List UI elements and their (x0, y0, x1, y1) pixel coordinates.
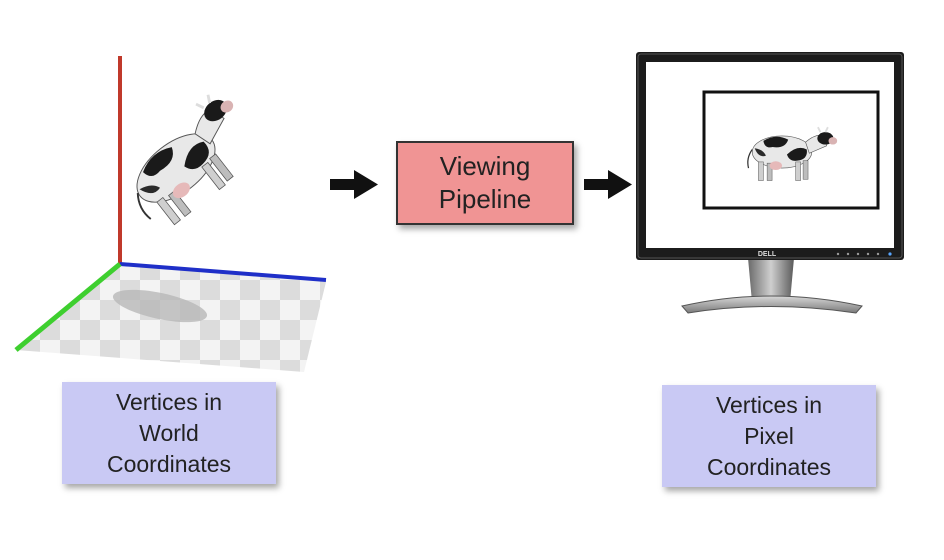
monitor-stand-base (681, 295, 863, 314)
pixel-label-line2: Pixel (744, 422, 794, 449)
monitor-stand-neck (748, 258, 794, 302)
arrow-to-monitor-icon (584, 170, 632, 199)
monitor-bezel-highlight (637, 53, 903, 259)
arrow-to-pipeline-icon (330, 170, 378, 199)
world-label-line3: Coordinates (106, 450, 232, 477)
monitor-buttons (836, 252, 892, 256)
z-axis (14, 262, 122, 352)
monitor: DELL (636, 52, 904, 314)
world-label-line1: Vertices in (115, 388, 223, 415)
pixel-label-line3: Coordinates (706, 453, 832, 480)
world-label-line2: World (139, 419, 199, 446)
pipeline-label-line2: Pipeline (438, 184, 532, 214)
viewing-pipeline-box: Viewing Pipeline (396, 141, 574, 225)
pixel-label-line1: Vertices in (715, 391, 823, 418)
world-coordinates-scene (14, 56, 327, 372)
cow-3d-model (109, 84, 271, 237)
pixel-coordinates-label: Vertices in Pixel Coordinates (662, 385, 876, 487)
cow-shadow (112, 289, 208, 323)
world-coordinates-label: Vertices in World Coordinates (62, 382, 276, 484)
x-axis (119, 262, 327, 282)
pipeline-label-line1: Viewing (439, 151, 531, 181)
monitor-brand-logo: DELL (758, 251, 777, 258)
